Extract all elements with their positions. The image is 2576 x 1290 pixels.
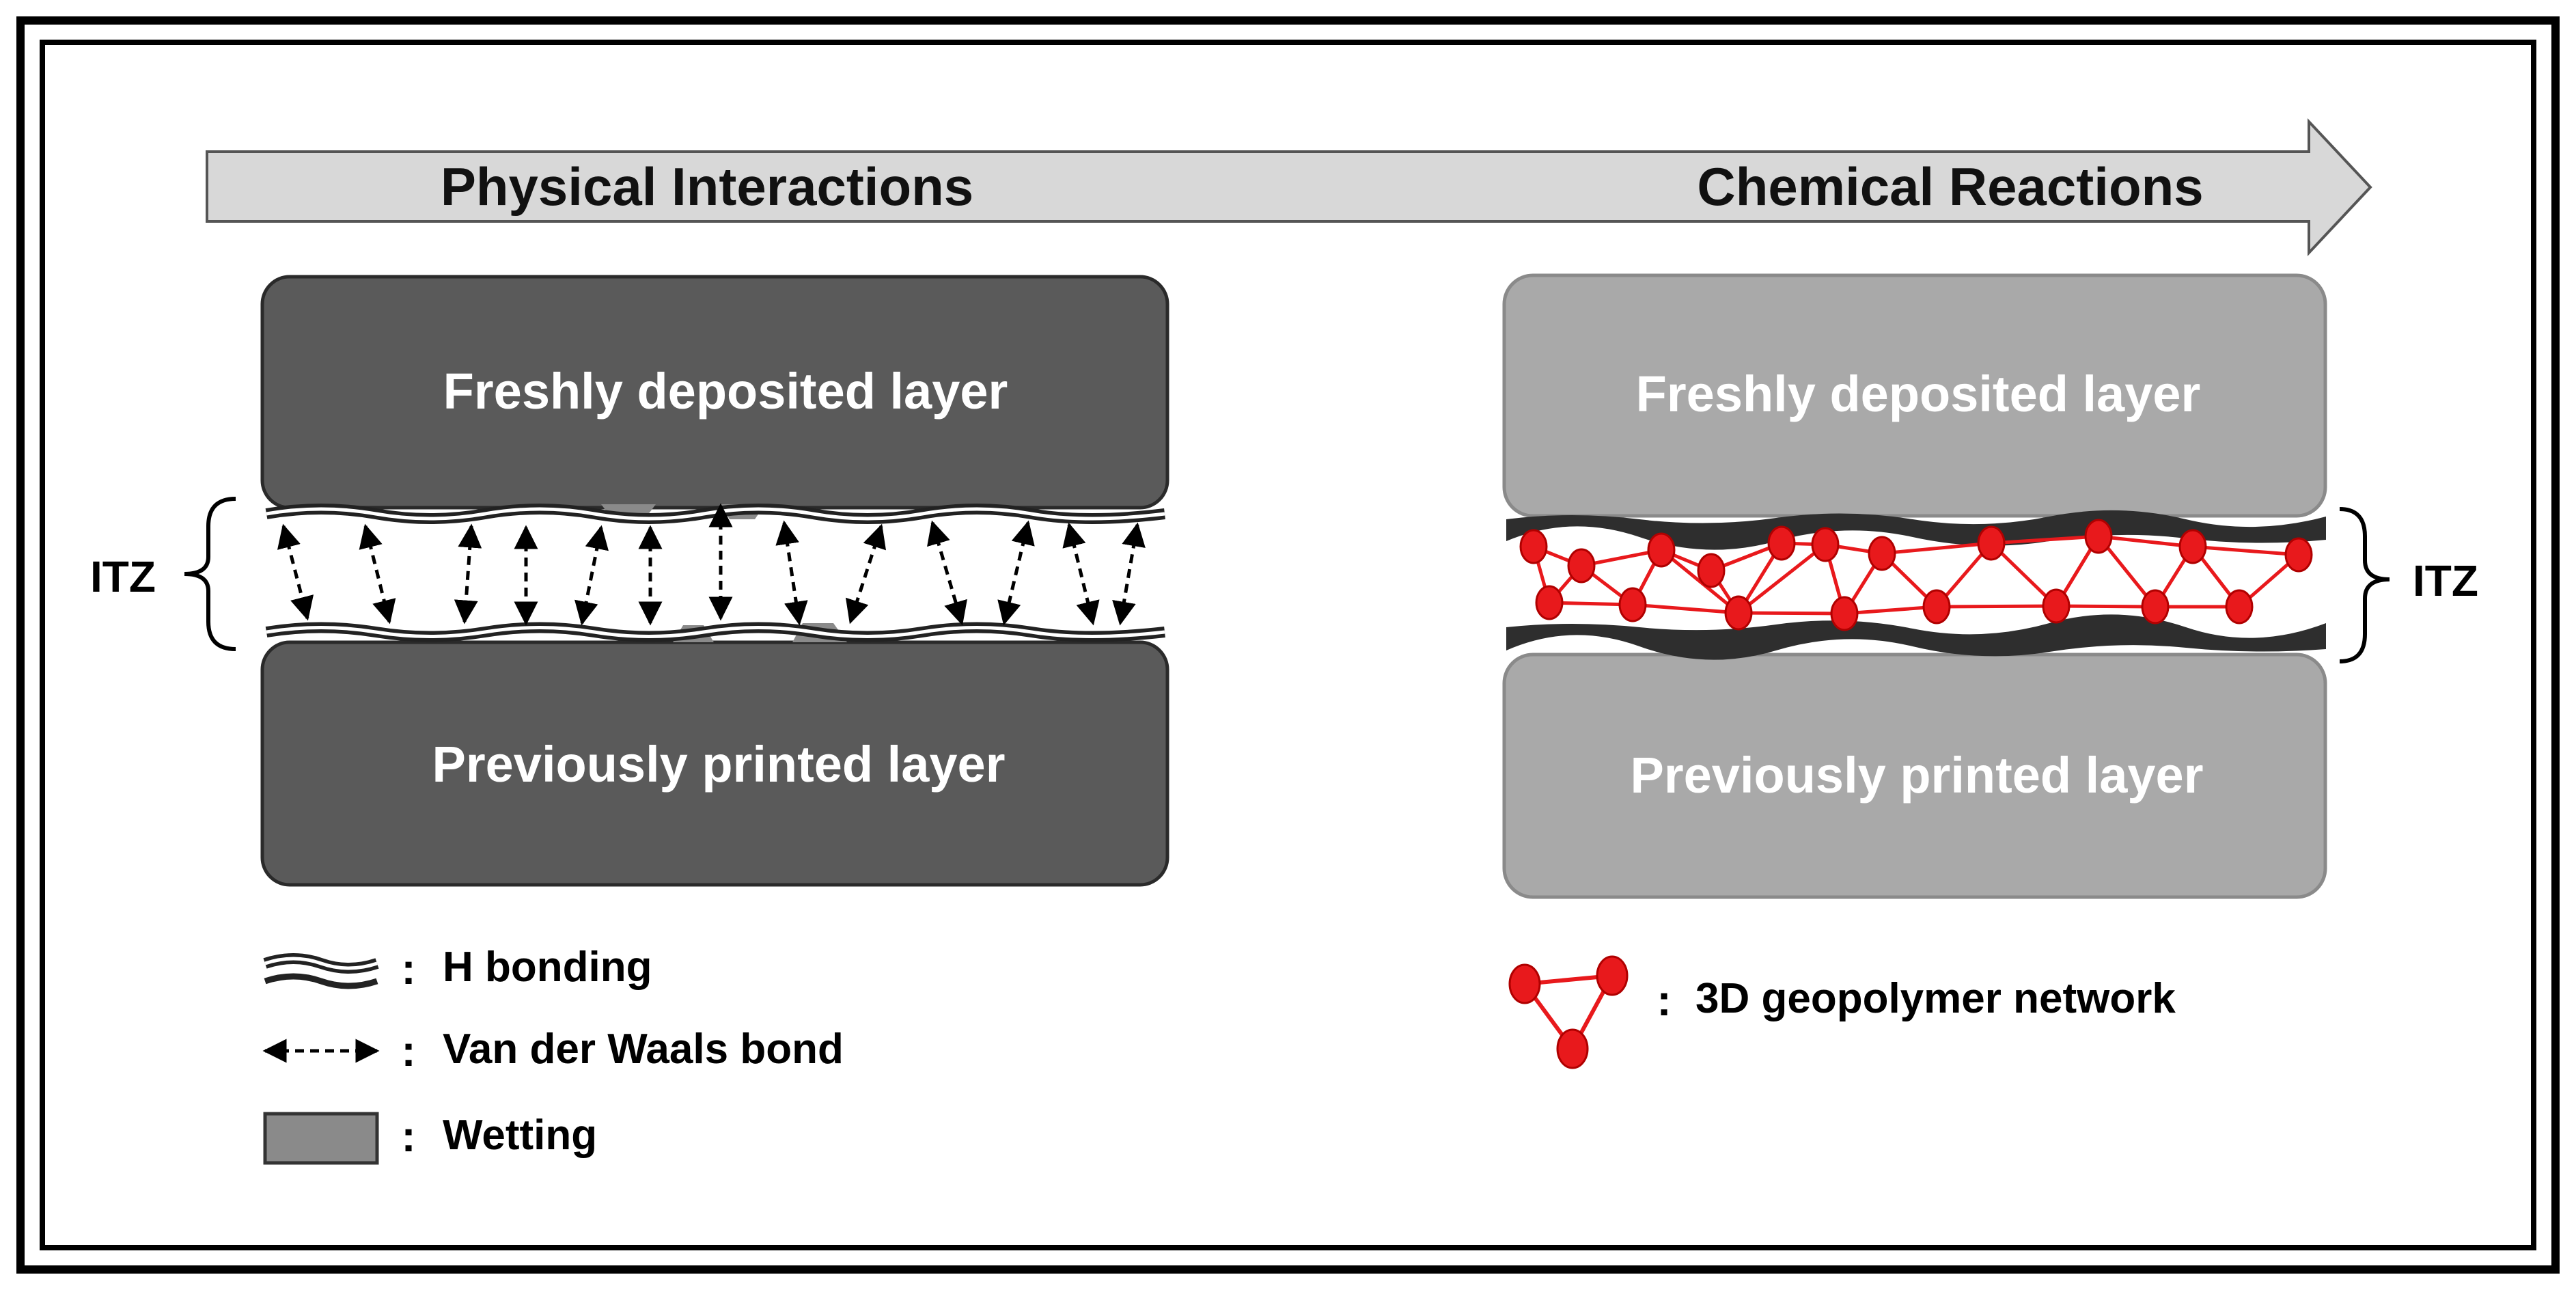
legend-item-van-der-waals: : Van der Waals bond [262,1026,844,1075]
van-der-waals-arrows [277,503,1146,626]
legend-separator: : [1657,976,1671,1025]
network-node [1535,585,1564,620]
physical-top-layer-label: Freshly deposited layer [443,363,1008,420]
chemical-reactions-label: Chemical Reactions [1697,156,2203,217]
legend: : H bonding : Van der Waals bond : Wetti… [262,944,2176,1165]
network-node [1724,595,1753,631]
network-edge [1549,601,2239,616]
legend-item-geopolymer-network: : 3D geopolymer network [1508,955,2176,1069]
legend-separator: : [401,1026,415,1075]
geopolymer-network-nodes [1519,519,2313,631]
itz-label-right: ITZ [2413,556,2478,605]
vdw-arrow [277,523,314,621]
physical-bottom-layer [260,640,1169,887]
network-node [1868,536,1896,571]
vdw-arrow [997,520,1035,626]
legend-item-h-bonding: : H bonding [263,944,652,993]
chemical-panel: Freshly deposited layer Previously print… [1502,273,2478,899]
chemical-bottom-band [1506,614,2326,660]
network-node [1567,548,1596,584]
network-node [1697,553,1726,588]
chemical-bottom-layer [1502,653,2327,899]
chemical-top-layer [1502,273,2327,518]
network-node [1811,527,1840,562]
vdw-arrow [845,523,887,625]
legend-label-geopolymer-network: 3D geopolymer network [1695,975,2176,1022]
gray-rectangle-icon [263,1112,379,1165]
legend-separator: : [401,944,415,993]
network-node [2225,589,2254,625]
physical-panel: Freshly deposited layer Previously print… [90,275,1169,887]
h-bond-line-top-gap [266,507,1165,521]
vdw-arrow [927,520,967,626]
itz-brace-right [2339,507,2390,663]
legend-label-wetting: Wetting [443,1112,597,1159]
vdw-arrow [454,523,482,625]
legend-label-van-der-waals: Van der Waals bond [443,1026,844,1073]
itz-brace-left [184,497,236,651]
vdw-arrow [775,520,808,626]
legend-separator: : [401,1112,415,1161]
network-node [2084,519,2113,554]
network-node [1767,525,1796,561]
red-triangle-network-icon [1508,955,1629,1069]
vdw-arrow [359,523,396,625]
h-bond-wavy-line-icon [263,953,379,989]
outer-frame [16,16,2560,1274]
network-node [1830,596,1859,631]
progression-arrow [206,118,2372,257]
network-node [1618,587,1647,622]
network-node [2141,589,2170,625]
vdw-arrow [1062,522,1100,626]
h-bond-line-bottom-gap [266,626,1165,638]
network-node [2178,529,2207,564]
legend-item-wetting: : Wetting [263,1112,597,1165]
vdw-arrow [1112,522,1146,626]
chemical-top-band [1506,510,2326,550]
physical-interactions-label: Physical Interactions [441,156,973,217]
legend-label-h-bonding: H bonding [443,944,652,991]
chemical-bottom-layer-label: Previously printed layer [1630,747,2203,804]
network-node [2042,588,2071,624]
network-node [1977,525,2006,561]
network-node [1519,529,1548,564]
network-node [1647,532,1676,568]
inner-frame [40,40,2536,1250]
chemical-top-layer-label: Freshly deposited layer [1636,366,2201,422]
physical-bottom-layer-label: Previously printed layer [432,736,1005,793]
itz-label-left: ITZ [90,552,156,601]
vdw-arrow [574,525,609,626]
network-node [1922,589,1951,625]
network-node [2284,537,2313,573]
